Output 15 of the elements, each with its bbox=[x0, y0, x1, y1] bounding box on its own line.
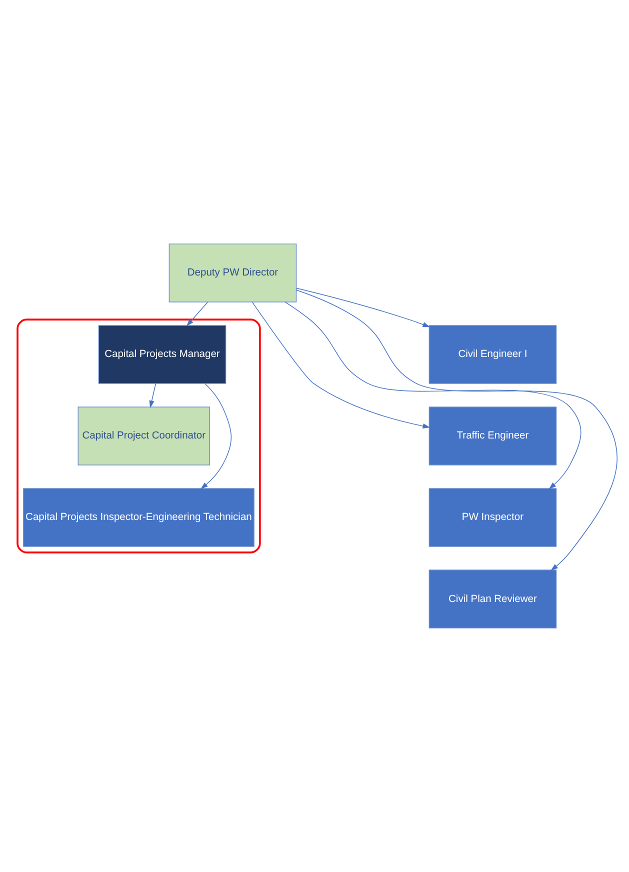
node-box: Civil Engineer I bbox=[428, 325, 557, 384]
arrow bbox=[296, 288, 430, 328]
node-box: Capital Projects Manager bbox=[98, 325, 226, 384]
node-box: Capital Project Coordinator bbox=[78, 406, 210, 466]
arrow bbox=[284, 302, 582, 490]
arrow bbox=[186, 302, 208, 326]
node-box: Traffic Engineer bbox=[428, 406, 557, 466]
node-box: Civil Plan Reviewer bbox=[428, 570, 557, 628]
node-box: Deputy PW Director bbox=[168, 244, 297, 302]
arrow bbox=[252, 302, 430, 429]
arrow bbox=[200, 383, 232, 490]
node-box: PW Inspector bbox=[428, 488, 557, 547]
arrow bbox=[296, 290, 618, 571]
arrow bbox=[149, 383, 156, 408]
node-box: Capital Projects Inspector-Engineering Technician bbox=[23, 488, 254, 547]
